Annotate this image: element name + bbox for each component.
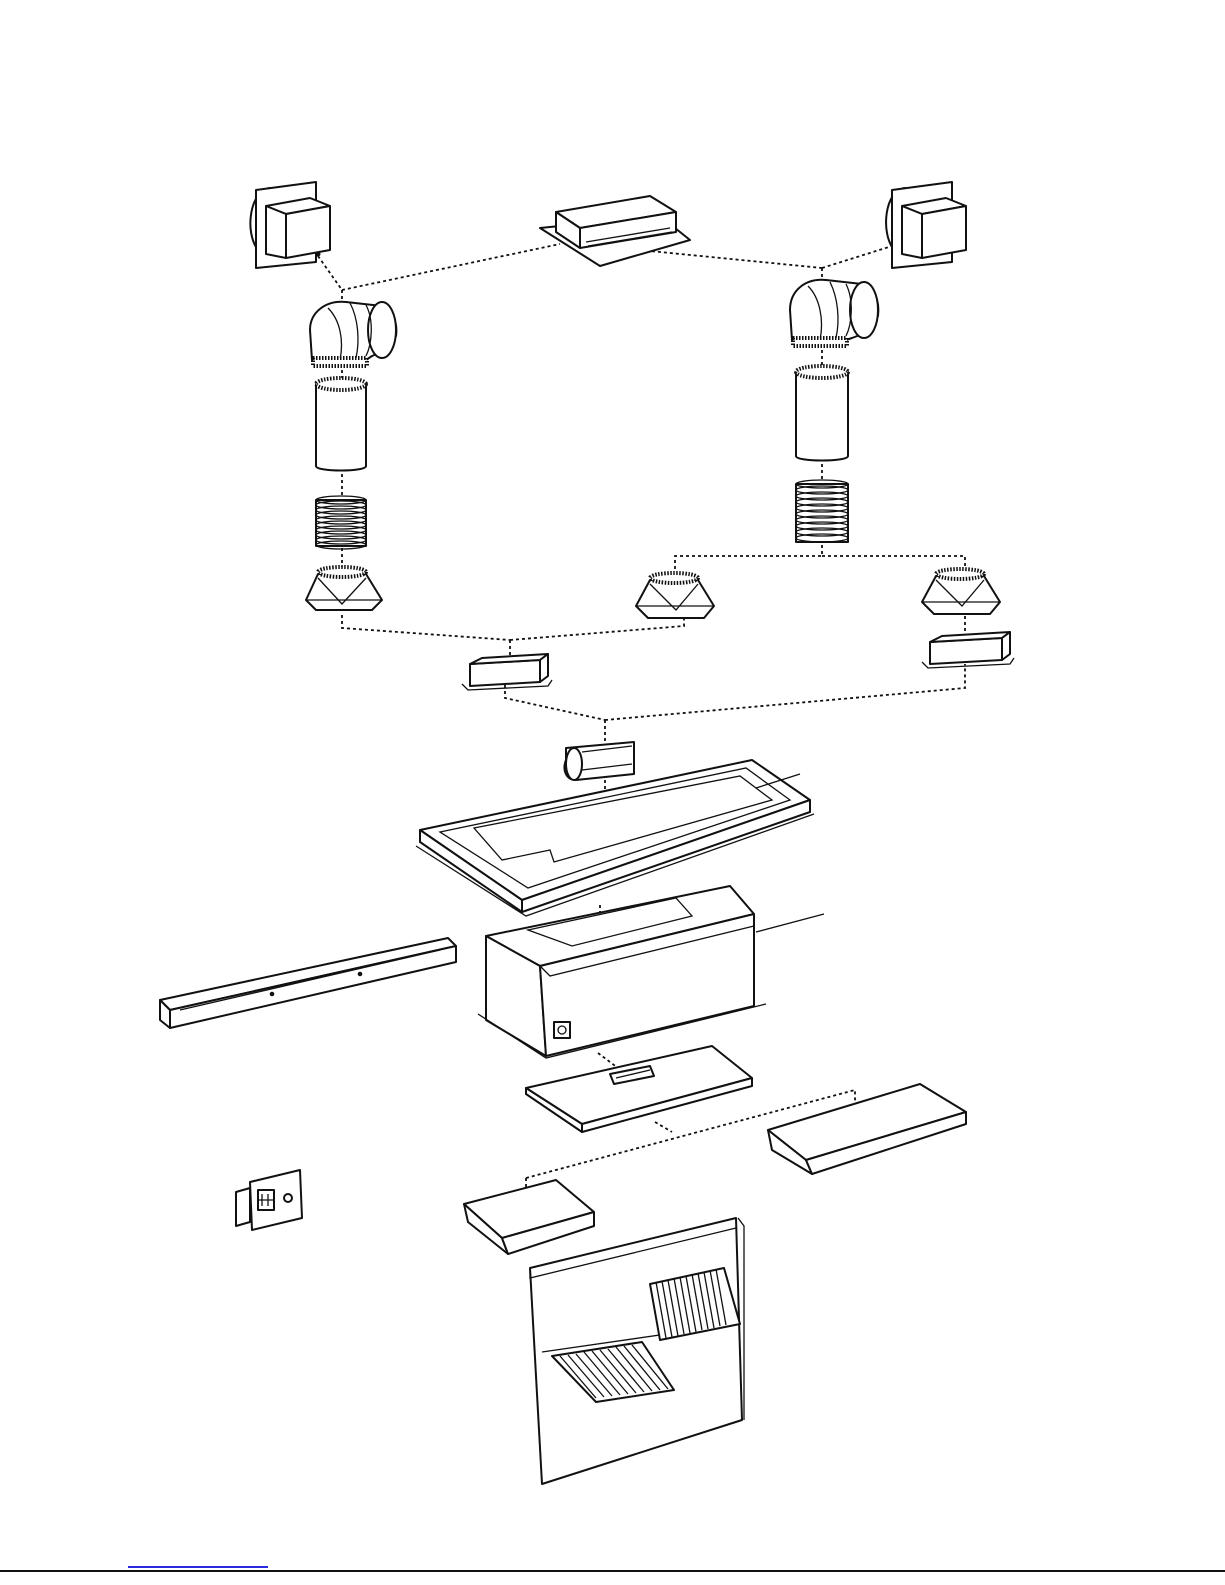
light-cover-long xyxy=(768,1084,966,1174)
transition-1 xyxy=(306,567,382,610)
footer-link-underline[interactable] xyxy=(128,1566,268,1568)
trim-strip xyxy=(160,938,456,1028)
elbow-left xyxy=(310,302,396,366)
control-switch xyxy=(236,1170,302,1230)
elbow-right xyxy=(790,280,878,346)
assembly-lines xyxy=(318,244,965,1195)
blower-housing xyxy=(478,886,824,1058)
footer-rule xyxy=(0,1570,1225,1572)
liner xyxy=(416,760,814,916)
round-duct-right xyxy=(796,366,848,461)
wall-cap-left xyxy=(250,182,330,268)
wall-cap-right xyxy=(886,182,966,268)
light-cover-short xyxy=(464,1180,594,1254)
rect-duct-right xyxy=(922,632,1014,668)
round-duct-left xyxy=(316,378,366,471)
transition-2 xyxy=(636,573,714,618)
flex-duct-right xyxy=(796,480,848,542)
bottom-panel xyxy=(526,1046,752,1132)
damper-connector xyxy=(564,742,634,780)
hood-front-with-filters xyxy=(530,1218,744,1484)
flex-duct-left xyxy=(316,496,366,549)
rect-duct-left xyxy=(462,654,552,690)
transition-3 xyxy=(922,569,1000,614)
roof-cap xyxy=(540,196,690,266)
